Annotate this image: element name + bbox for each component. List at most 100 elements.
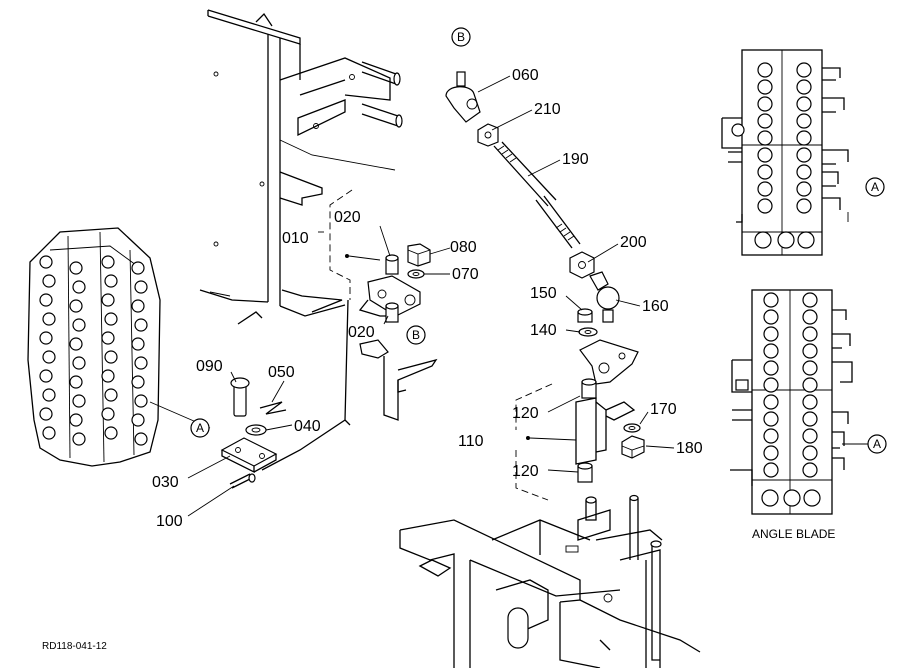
- schematic-spool: [763, 445, 779, 461]
- schematic-spool: [763, 292, 779, 308]
- valve-spool: [42, 350, 56, 364]
- valve-spool: [131, 299, 145, 313]
- ref-b-lever-label: B: [412, 328, 420, 342]
- schematic-spool: [763, 360, 779, 376]
- valve-spool: [39, 407, 53, 421]
- part-label-120-lower: 120: [512, 463, 539, 480]
- valve-spool: [42, 388, 56, 402]
- link-plate: [579, 339, 639, 385]
- schematic-spool: [763, 411, 779, 427]
- drawing-code: RD118-041-12: [42, 641, 107, 652]
- part-label-080: 080: [450, 239, 477, 256]
- ref-a-valve: A: [190, 418, 210, 438]
- schematic-spool: [763, 394, 779, 410]
- clip-050: [259, 401, 287, 415]
- valve-spool: [69, 261, 83, 275]
- ref-b-lever: B: [406, 325, 426, 345]
- part-label-180: 180: [676, 440, 703, 457]
- part-label-070: 070: [452, 266, 479, 283]
- schematic-spool: [802, 326, 818, 342]
- schematic-spool: [803, 489, 821, 507]
- schematic-spool: [796, 147, 812, 163]
- valve-spool: [104, 350, 118, 364]
- part-label-040: 040: [294, 418, 321, 435]
- part-label-050: 050: [268, 364, 295, 381]
- valve-spool: [42, 274, 56, 288]
- schematic-spool: [757, 181, 773, 197]
- washer-140: [578, 327, 598, 337]
- schematic-spool: [802, 309, 818, 325]
- part-label-140: 140: [530, 322, 557, 339]
- valve-spool: [72, 356, 86, 370]
- schematic-top: [721, 49, 849, 256]
- valve-spool-group: [39, 255, 148, 446]
- plate-030: [220, 437, 278, 474]
- part-label-060: 060: [512, 67, 539, 84]
- control-valve-assembly: [27, 227, 161, 467]
- part-label-190: 190: [562, 151, 589, 168]
- valve-spool: [104, 426, 118, 440]
- part-label-020-lower: 020: [348, 324, 375, 341]
- schematic-spool: [796, 164, 812, 180]
- nut-200: [569, 251, 595, 279]
- bushing-150: [577, 308, 593, 323]
- schematic-spool: [802, 394, 818, 410]
- valve-spool: [134, 318, 148, 332]
- valve-spool: [131, 413, 145, 427]
- schematic-spool: [763, 462, 779, 478]
- schematic-spool: [802, 360, 818, 376]
- ref-a-bottom-schematic: A: [867, 434, 887, 454]
- washer-170: [623, 423, 641, 433]
- part-label-110: 110: [458, 433, 484, 450]
- schematic-spool: [796, 79, 812, 95]
- bracket-010-group: [261, 189, 381, 471]
- shaft-110-group: [515, 378, 636, 501]
- valve-spool: [131, 337, 145, 351]
- lower-lever: [359, 339, 438, 421]
- bushing-020-upper: [385, 254, 399, 275]
- part-label-020-upper: 020: [334, 209, 361, 226]
- ball-joint-160: [589, 271, 620, 323]
- valve-spool: [101, 255, 115, 269]
- schematic-spool-group: [754, 62, 821, 507]
- valve-spool: [104, 312, 118, 326]
- valve-spool: [69, 413, 83, 427]
- valve-spool: [131, 375, 145, 389]
- schematic-spool: [796, 181, 812, 197]
- schematic-spool: [757, 130, 773, 146]
- nut-180: [621, 435, 645, 459]
- valve-spool: [39, 293, 53, 307]
- part-label-160: 160: [642, 298, 669, 315]
- ref-b-top-label: B: [457, 30, 465, 44]
- schematic-caption: ANGLE BLADE: [752, 527, 835, 541]
- schematic-spool: [796, 198, 812, 214]
- part-label-210: 210: [534, 101, 561, 118]
- valve-spool: [101, 293, 115, 307]
- pin-090: [230, 377, 250, 417]
- valve-spool: [104, 388, 118, 402]
- schematic-spool: [757, 164, 773, 180]
- schematic-spool: [802, 377, 818, 393]
- rod-190: [493, 141, 581, 249]
- schematic-spool: [757, 62, 773, 78]
- valve-spool: [134, 356, 148, 370]
- valve-spool: [69, 337, 83, 351]
- schematic-spool: [757, 79, 773, 95]
- schematic-spool: [763, 428, 779, 444]
- valve-spool: [131, 261, 145, 275]
- schematic-spool: [757, 198, 773, 214]
- ref-a-top-schematic: A: [865, 177, 885, 197]
- valve-spool: [42, 312, 56, 326]
- valve-spool: [72, 394, 86, 408]
- valve-spool: [39, 369, 53, 383]
- cotter-100: [229, 473, 256, 489]
- valve-spool: [101, 369, 115, 383]
- schematic-spool: [796, 62, 812, 78]
- schematic-spool: [802, 428, 818, 444]
- schematic-spool: [763, 377, 779, 393]
- part-label-010: 010: [282, 230, 309, 247]
- schematic-spool: [777, 231, 795, 249]
- lower-frame: [399, 494, 701, 668]
- valve-spool: [69, 299, 83, 313]
